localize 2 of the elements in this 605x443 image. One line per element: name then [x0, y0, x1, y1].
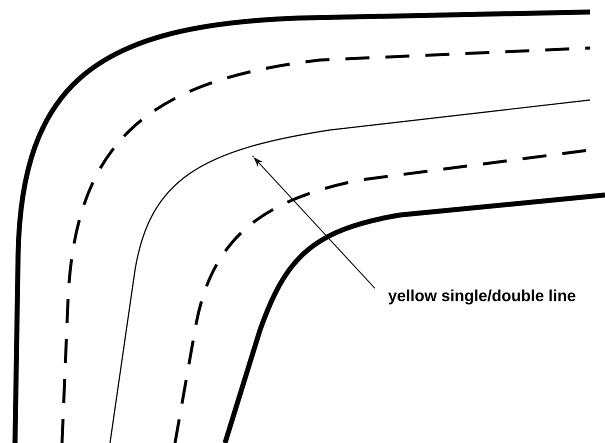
- center-line-point: [252, 156, 254, 158]
- label-text: yellow single/double line: [388, 290, 576, 304]
